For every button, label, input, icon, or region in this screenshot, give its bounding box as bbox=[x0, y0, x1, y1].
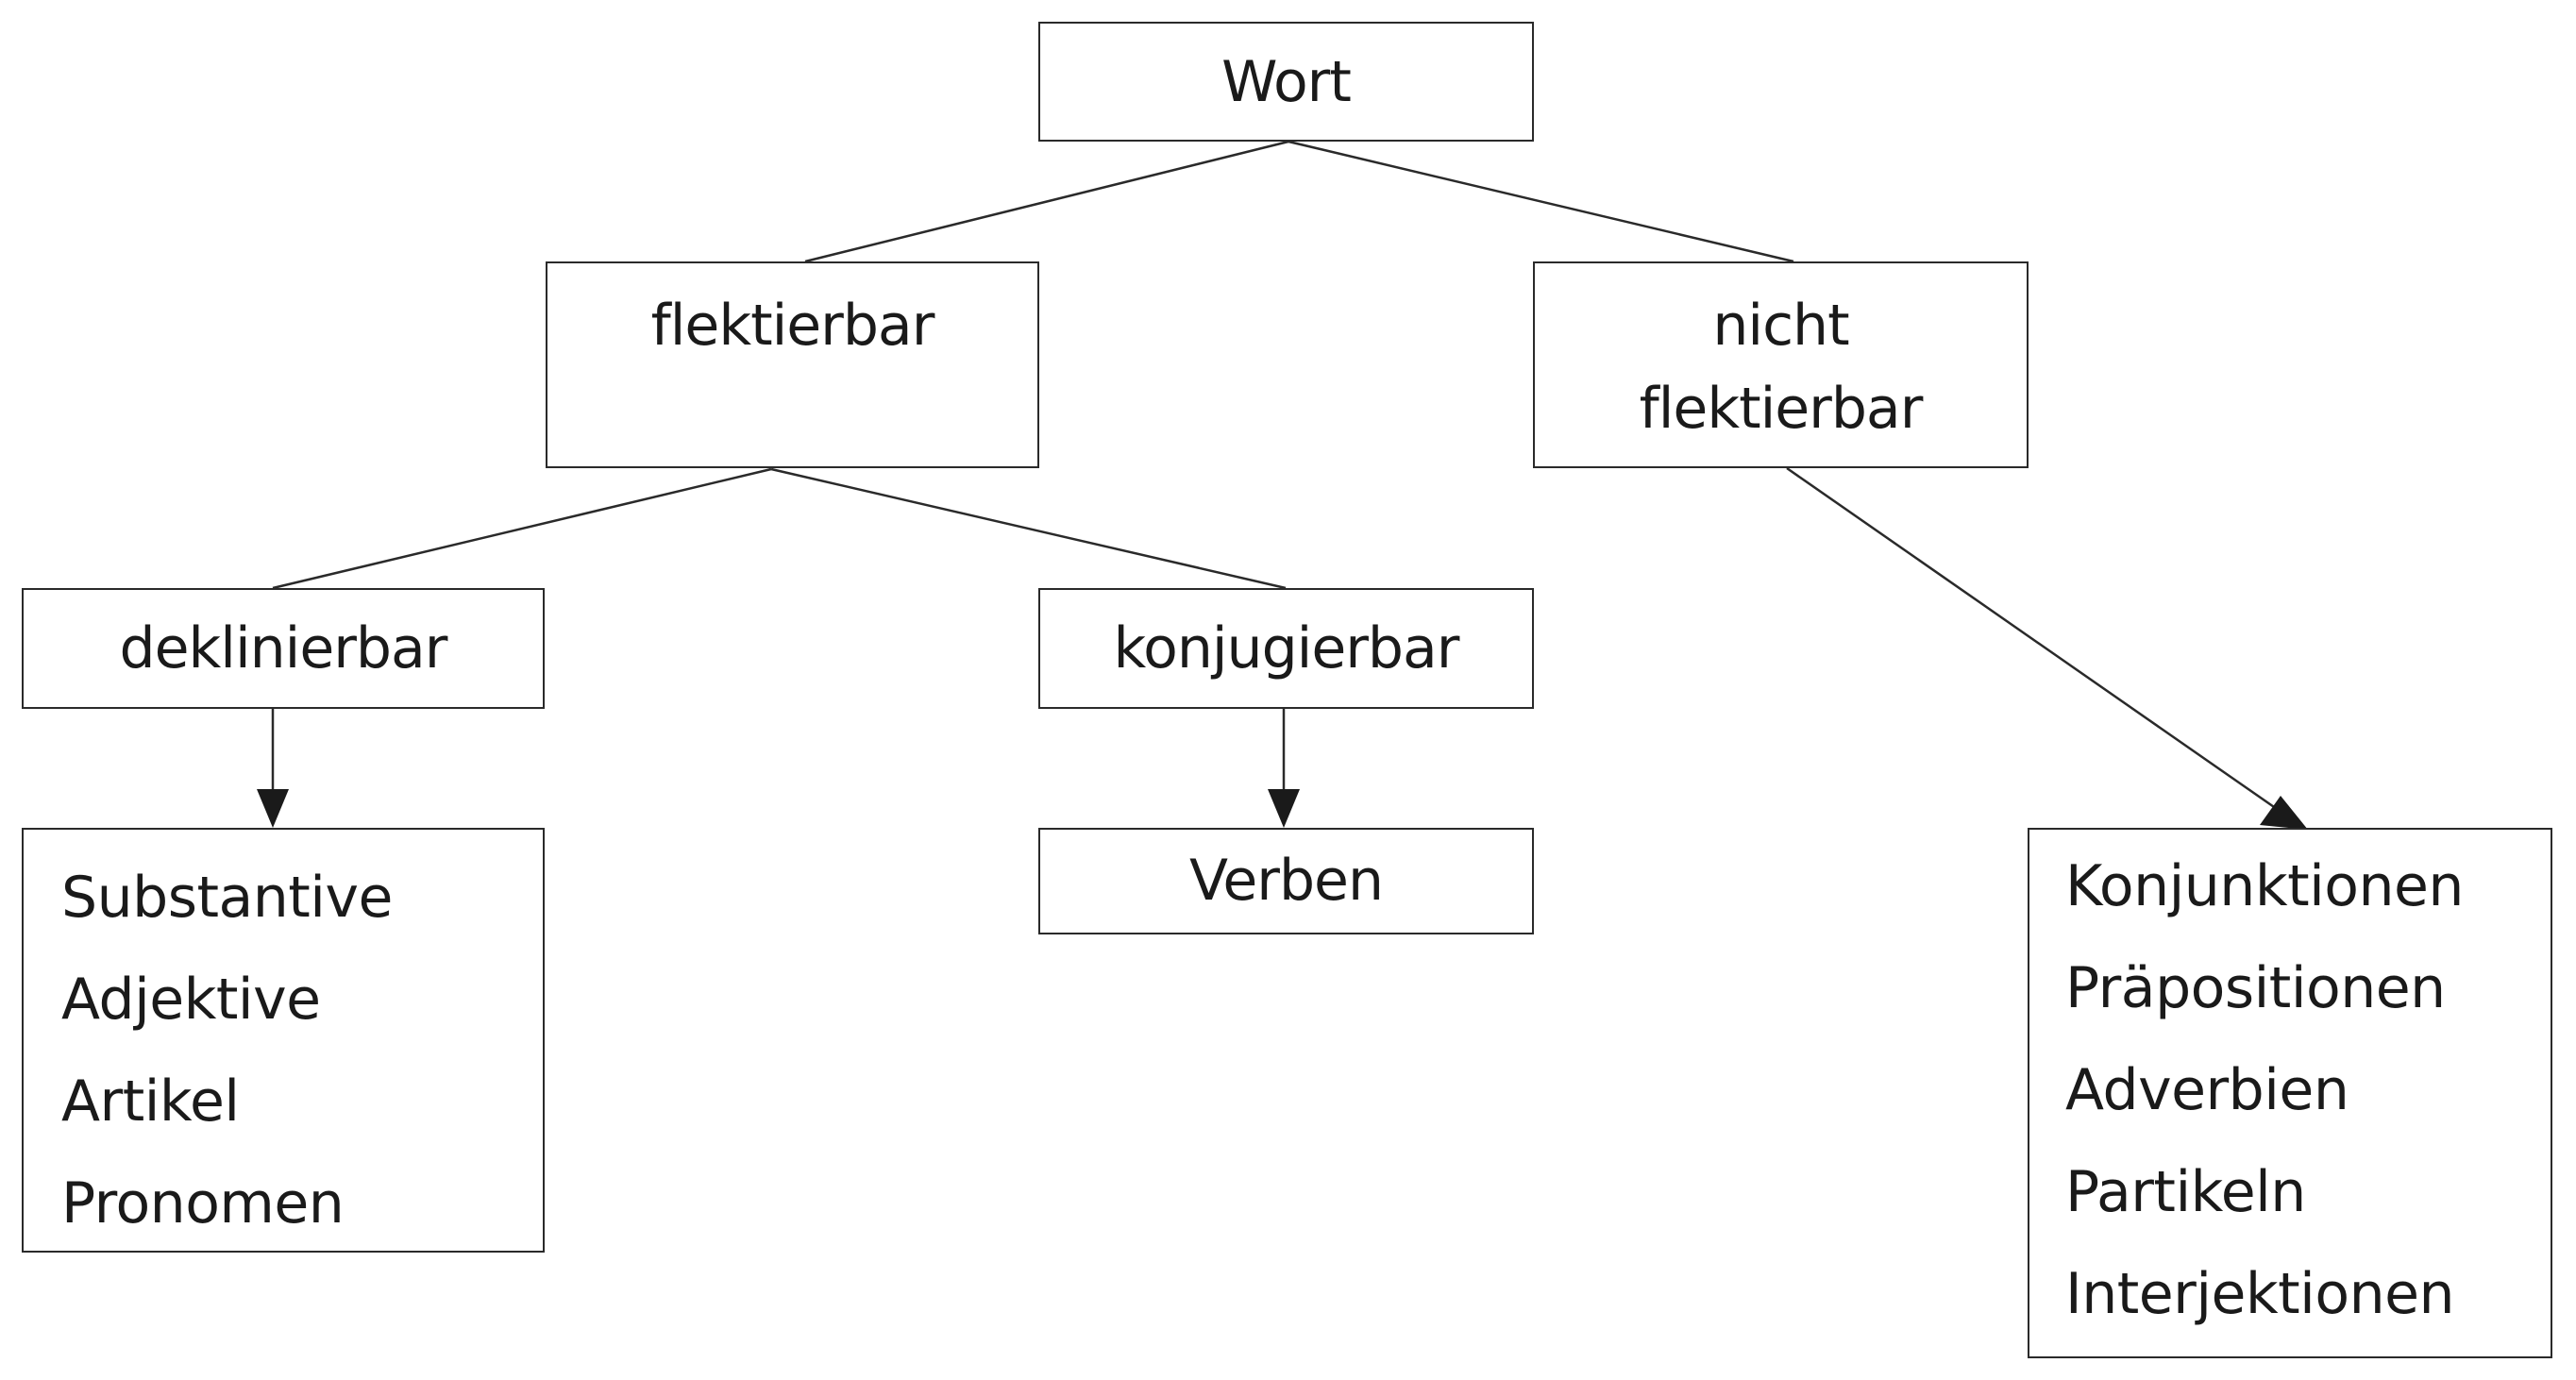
edge-wort-nicht-flektierbar bbox=[1288, 140, 1794, 263]
node-konjugierbar-label: konjugierbar bbox=[1113, 615, 1460, 682]
leaf-artikel: Artikel bbox=[61, 1069, 240, 1135]
edge-flektierbar-konjugierbar bbox=[770, 467, 1287, 590]
node-deklinierbar-label: deklinierbar bbox=[119, 615, 448, 682]
leaf-verben: Verben bbox=[1189, 848, 1384, 914]
leaf-partikeln: Partikeln bbox=[2065, 1159, 2306, 1225]
arrow-konjugierbar-head bbox=[1268, 789, 1300, 828]
node-nicht-flektierbar-line2: flektierbar bbox=[1639, 376, 1924, 442]
arrow-deklinierbar-head bbox=[257, 789, 289, 828]
node-konjugierbar: konjugierbar bbox=[1038, 588, 1534, 709]
node-deklinierbar: deklinierbar bbox=[22, 588, 545, 709]
node-nicht-flektierbar: nicht flektierbar bbox=[1533, 261, 2029, 468]
leaf-conjugable-list: Verben bbox=[1038, 828, 1534, 934]
arrow-nicht-flektierbar-head bbox=[2260, 796, 2308, 830]
leaf-adverbien: Adverbien bbox=[2065, 1057, 2349, 1123]
leaf-praepositionen: Präpositionen bbox=[2065, 955, 2446, 1021]
node-wort-label: Wort bbox=[1221, 49, 1352, 115]
leaf-declinable-list: Substantive Adjektive Artikel Pronomen bbox=[22, 828, 545, 1253]
node-nicht-flektierbar-line1: nicht bbox=[1712, 293, 1849, 359]
edge-flektierbar-deklinierbar bbox=[272, 467, 772, 590]
node-flektierbar: flektierbar bbox=[546, 261, 1039, 468]
leaf-pronomen: Pronomen bbox=[61, 1170, 345, 1237]
node-wort: Wort bbox=[1038, 22, 1534, 142]
leaf-substantive: Substantive bbox=[61, 865, 393, 931]
leaf-uninflectable-list: Konjunktionen Präpositionen Adverbien Pa… bbox=[2028, 828, 2552, 1358]
leaf-konjunktionen: Konjunktionen bbox=[2065, 853, 2464, 919]
edge-wort-flektierbar bbox=[804, 140, 1289, 263]
node-flektierbar-label: flektierbar bbox=[650, 293, 935, 359]
leaf-adjektive: Adjektive bbox=[61, 967, 321, 1033]
leaf-interjektionen: Interjektionen bbox=[2065, 1261, 2455, 1327]
arrow-nicht-flektierbar-line bbox=[1786, 466, 2278, 811]
